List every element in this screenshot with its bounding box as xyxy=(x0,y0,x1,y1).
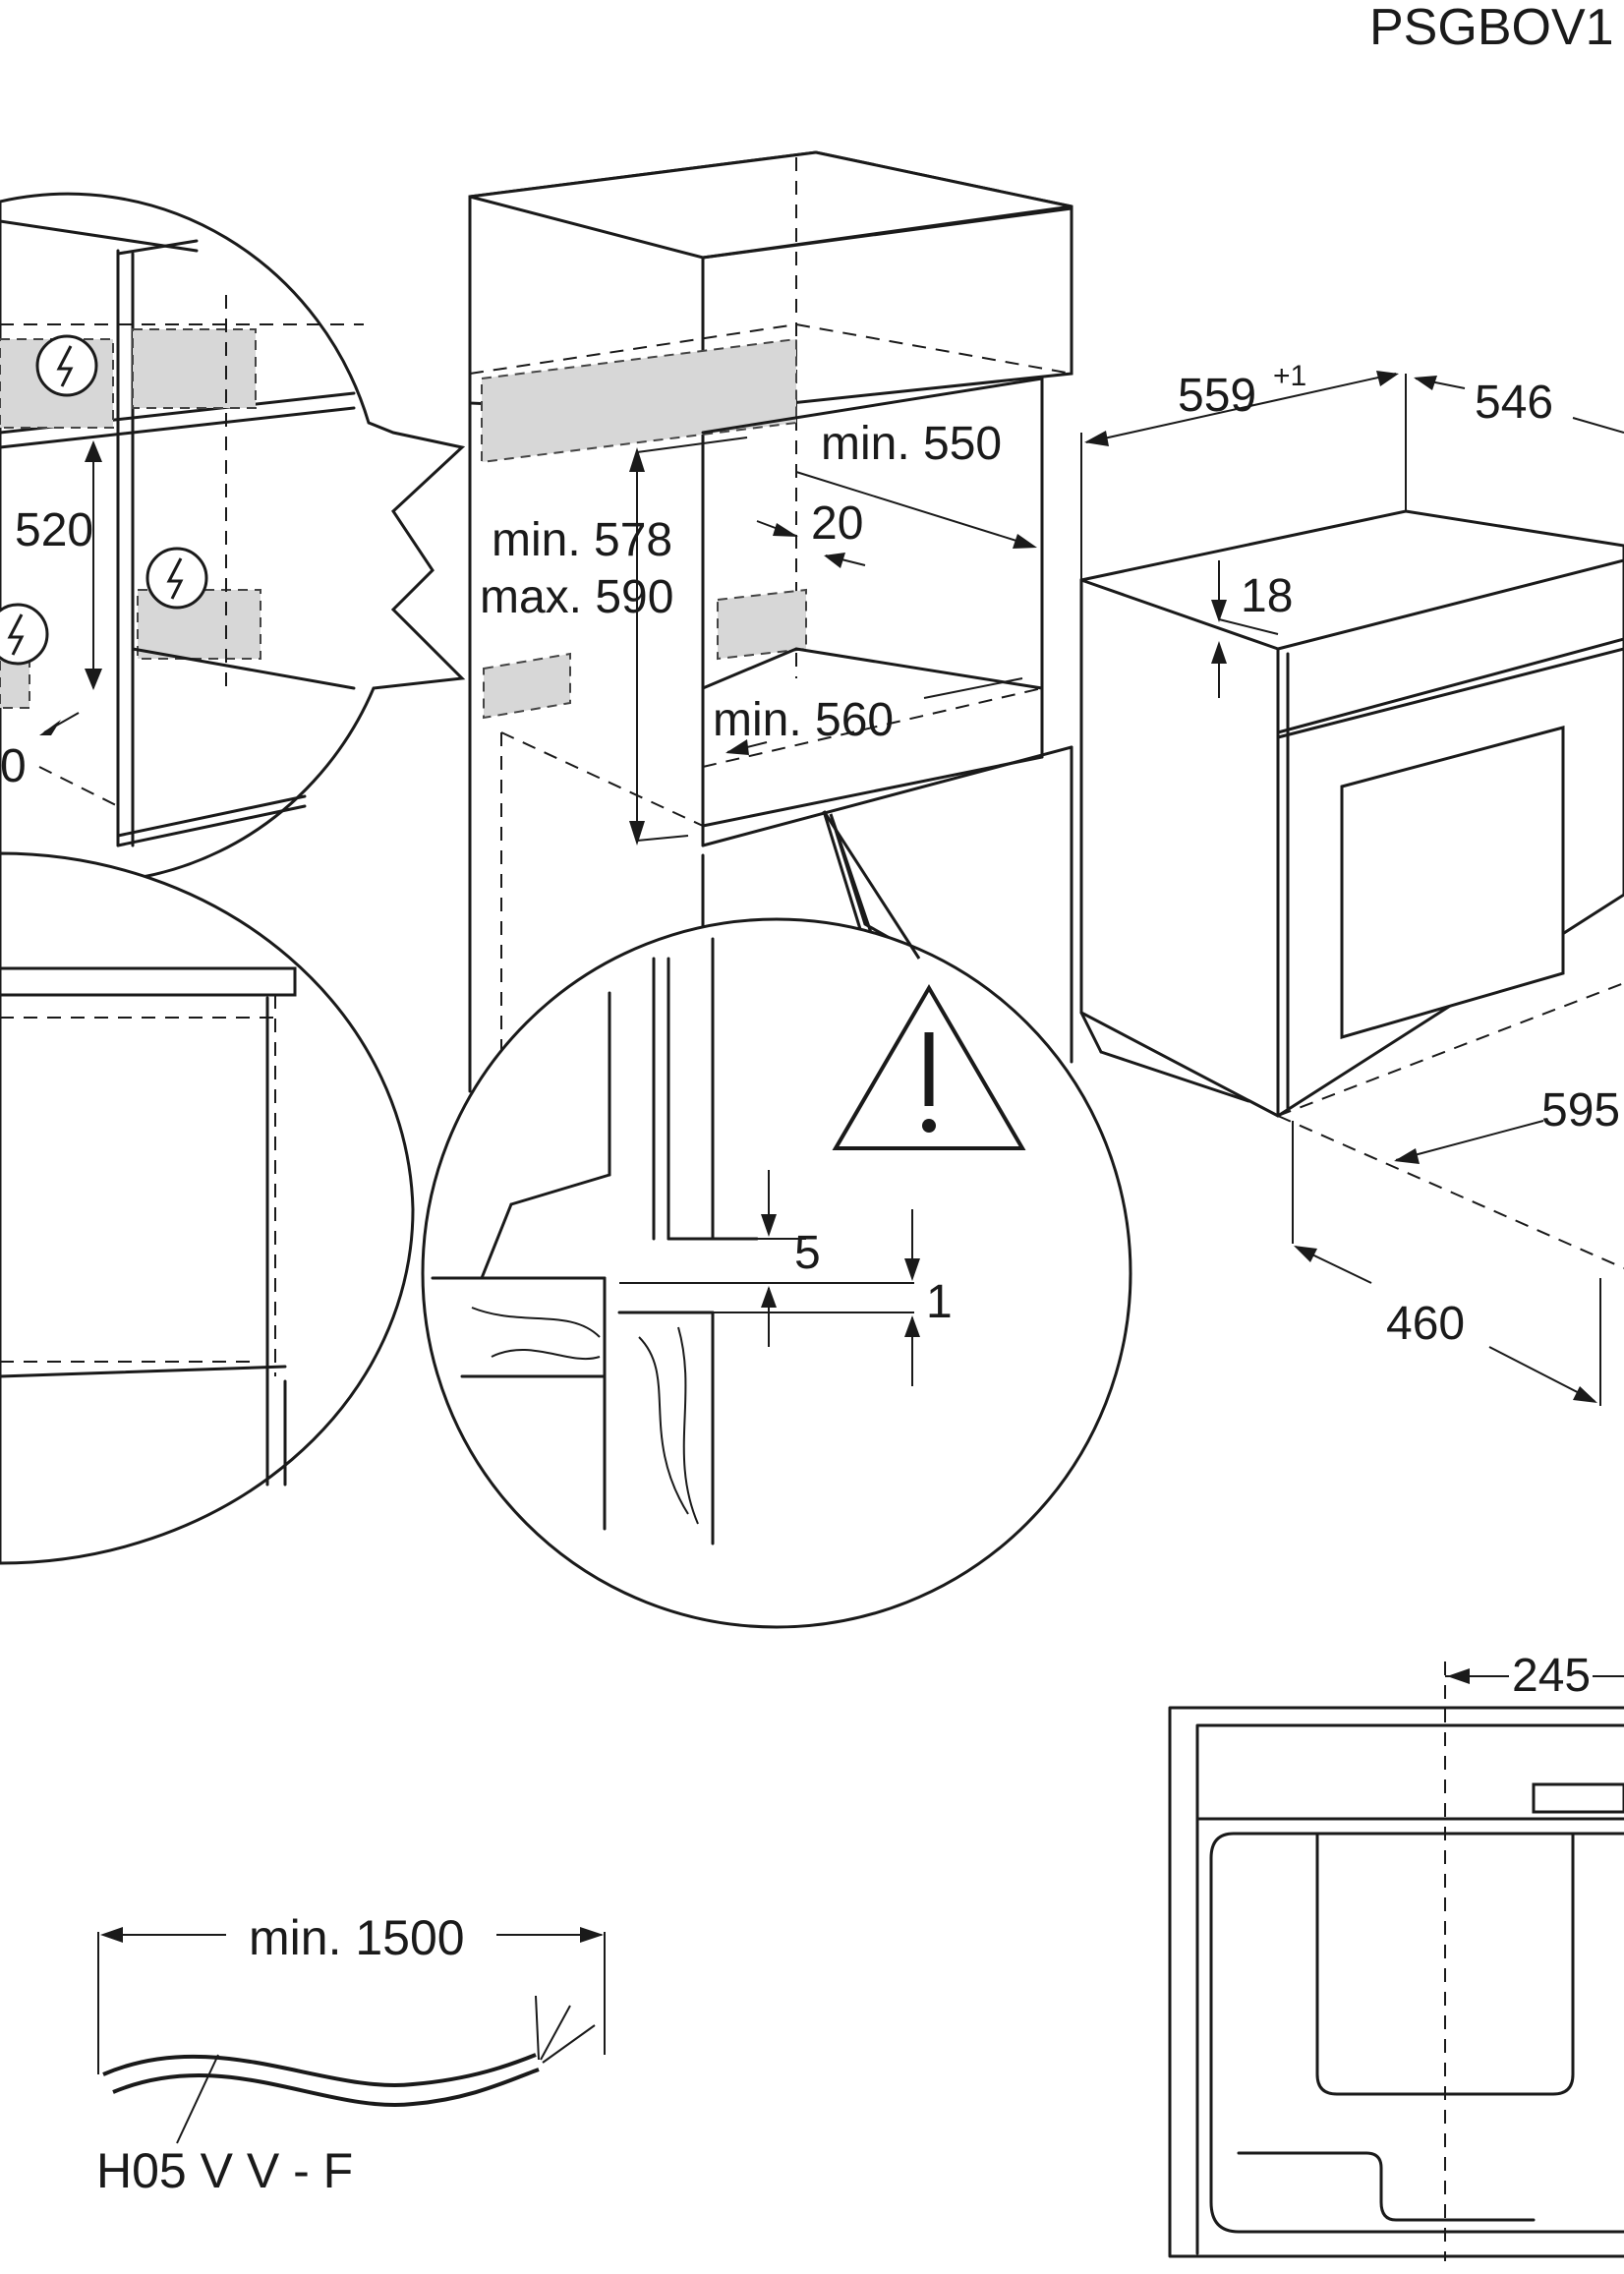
electric-hazard-icon xyxy=(0,603,49,666)
oven-width-label: 559 xyxy=(1178,370,1256,422)
cabinet-dimensions: min. 578 max. 590 min. 550 20 min. 560 xyxy=(480,418,1037,845)
cabinet-min-depth-label: min. 560 xyxy=(713,694,894,746)
electric-hazard-icon xyxy=(145,547,208,610)
detail-gap-a-label: 5 xyxy=(794,1227,821,1279)
cabinet-max-height-label: max. 590 xyxy=(480,571,673,623)
warning-triangle-icon xyxy=(832,984,1026,1150)
detail-gap-b-label: 1 xyxy=(926,1276,953,1328)
oven-dimensions: 559 +1 546 18 595 460 xyxy=(1084,360,1624,1403)
inset-circle-top-left: 520 0 xyxy=(0,192,466,884)
electric-hazard-icon xyxy=(35,334,98,397)
inset-height-label: 520 xyxy=(15,504,93,556)
panel-thickness-label: 18 xyxy=(1241,570,1293,622)
oven-width-tolerance: +1 xyxy=(1273,360,1306,392)
inset-circle-middle-left xyxy=(0,851,415,1565)
oven-unit xyxy=(1079,374,1624,1406)
oven-depth-label: 546 xyxy=(1475,377,1553,429)
bottom-depth-label: 460 xyxy=(1386,1298,1465,1350)
cabinet-niche xyxy=(468,150,1073,1093)
front-width-label: 595 xyxy=(1541,1084,1620,1137)
cable-length-label: min. 1500 xyxy=(249,1910,465,1965)
inset-partial-label: 0 xyxy=(0,740,27,792)
rear-offset-label: 245 xyxy=(1512,1650,1591,1702)
power-cable: min. 1500 H05 V V - F xyxy=(96,1910,606,2198)
oven-front-view: 245 xyxy=(1168,1650,1624,2261)
model-code: PSGBOV1 xyxy=(1369,0,1614,56)
detail-circle-bottom: 5 1 xyxy=(421,810,1132,1629)
cabinet-min-width-label: min. 550 xyxy=(821,418,1002,470)
cabinet-min-height-label: min. 578 xyxy=(492,514,672,566)
vent-gap-label: 20 xyxy=(811,497,863,550)
cable-type-label: H05 V V - F xyxy=(96,2143,353,2198)
